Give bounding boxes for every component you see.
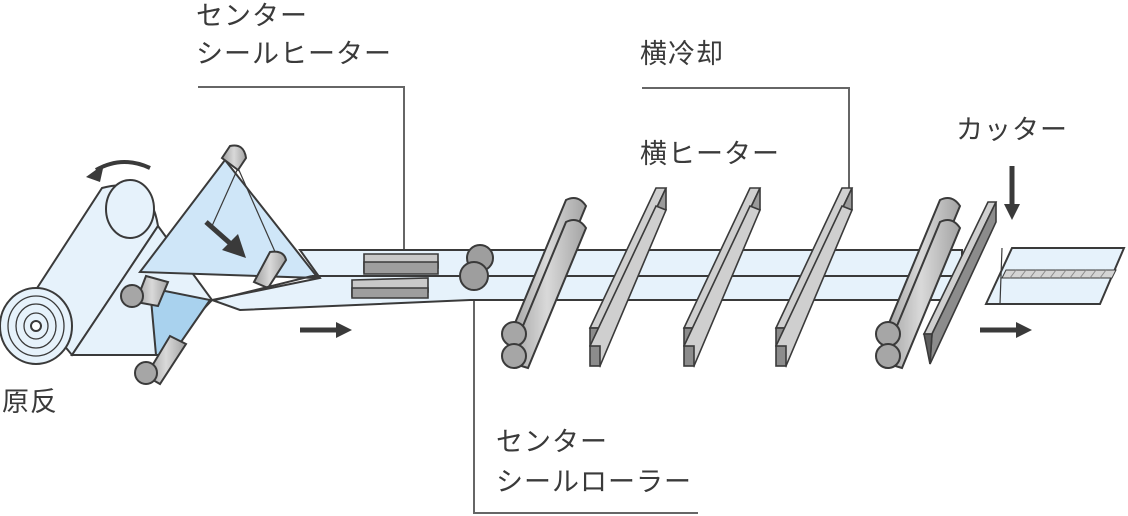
label-center-seal-heater-line2: シールヒーター <box>196 39 392 70</box>
label-cutter: カッター <box>956 115 1068 146</box>
cut-bag <box>984 247 1126 305</box>
leader-center-seal-heater <box>198 86 405 252</box>
folded-film-band <box>208 249 963 312</box>
label-cross-heater: 横ヒーター <box>640 139 780 170</box>
label-center-seal-roller-line2: シールローラー <box>496 467 692 498</box>
output-rollers <box>875 197 962 370</box>
label-center-seal-heater-line1: センター <box>196 1 308 32</box>
cross-heater-2 <box>682 187 762 368</box>
feed-arrow <box>204 220 234 247</box>
rotation-arrow <box>95 160 151 172</box>
flow-arrows <box>300 166 1032 338</box>
leader-center-seal-roller <box>473 274 698 514</box>
leader-cross-cooling <box>642 87 850 190</box>
rotation-arrow-head <box>86 164 104 182</box>
feed-rollers <box>501 197 588 370</box>
label-cross-cooling: 横冷却 <box>640 39 724 70</box>
center-seal-rollers <box>459 244 494 291</box>
feed-arrow-head <box>222 234 246 258</box>
cross-heater-3 <box>774 187 854 368</box>
raw-film-roll <box>0 179 160 365</box>
label-raw-roll: 原反 <box>2 387 58 418</box>
cross-heater-1 <box>588 187 668 368</box>
center-seal-heater-blocks <box>351 253 439 299</box>
cross-heater-bars <box>588 187 854 368</box>
folding-former <box>138 144 321 290</box>
lower-guide-rollers <box>120 274 188 386</box>
cutter-blade <box>922 201 998 365</box>
leader-lines <box>198 86 850 514</box>
label-center-seal-roller-line1: センター <box>496 427 608 458</box>
